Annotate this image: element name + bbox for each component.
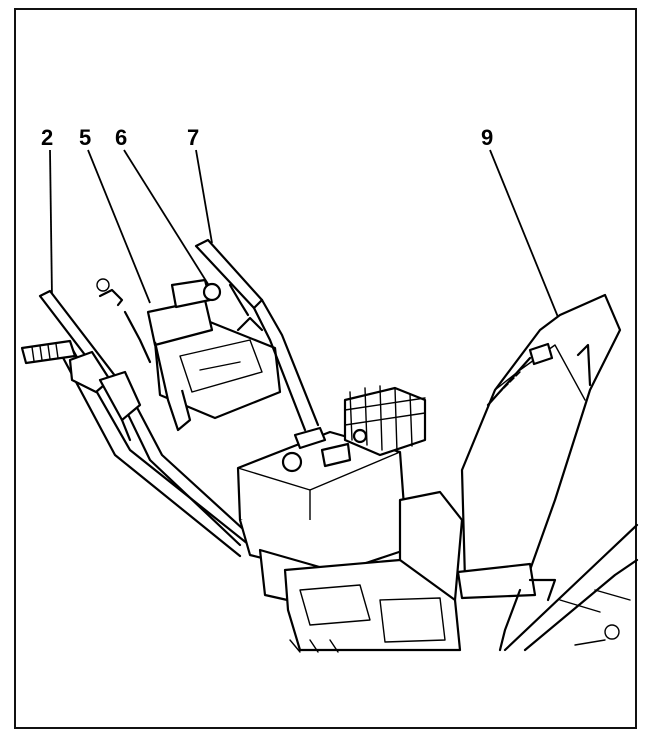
control-panel <box>146 278 282 432</box>
leader-7 <box>195 149 213 244</box>
callout-5: 5 <box>79 125 92 150</box>
callout-6: 6 <box>115 125 128 150</box>
leader-9 <box>489 149 561 323</box>
chassis <box>283 558 462 653</box>
leader-6 <box>123 149 214 293</box>
auger-housing <box>503 523 639 652</box>
callout-7: 7 <box>187 125 200 150</box>
leader-2 <box>49 149 53 299</box>
callout-9: 9 <box>481 125 494 150</box>
callout-2: 2 <box>41 125 54 150</box>
drive-control-grip <box>20 339 142 442</box>
leader-5 <box>87 149 151 304</box>
discharge-chute <box>456 293 622 652</box>
callout-leaders <box>49 149 561 323</box>
right-handle <box>194 238 320 432</box>
